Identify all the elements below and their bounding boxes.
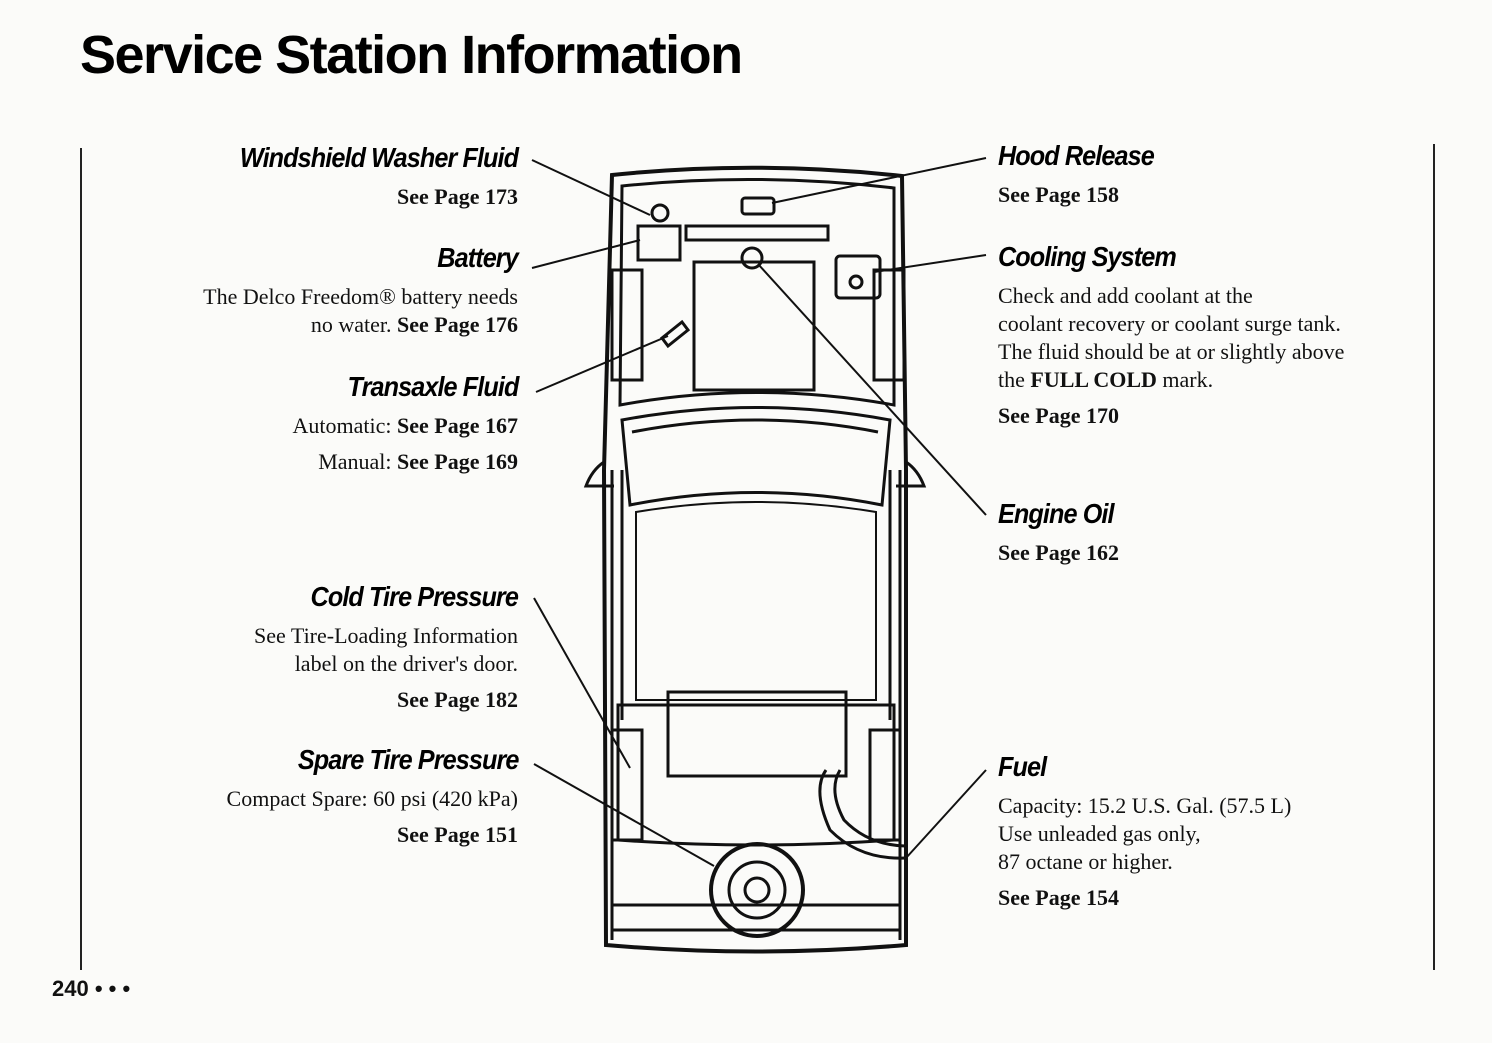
fuel-line-1: Capacity: 15.2 U.S. Gal. (57.5 L) bbox=[998, 792, 1292, 818]
spare-tire-line-1: Compact Spare: 60 psi (420 kPa) bbox=[226, 785, 518, 811]
battery-line-2-wrap: no water. See Page 176 bbox=[203, 311, 518, 339]
cooling-full-cold-mark: FULL COLD bbox=[1030, 366, 1157, 392]
battery-page-ref: See Page 176 bbox=[397, 311, 518, 337]
battery-heading: Battery bbox=[437, 242, 518, 273]
cooling-line-4: the FULL COLD mark. bbox=[998, 366, 1344, 394]
cooling-line-2: coolant recovery or coolant surge tank. bbox=[998, 310, 1341, 336]
engine-oil-block: Engine Oil See Page 162 bbox=[998, 497, 1126, 567]
cold-tire-line-2: label on the driver's door. bbox=[294, 650, 518, 676]
leader-lines bbox=[531, 157, 987, 867]
car-outline bbox=[583, 165, 927, 954]
hood-release-block: Hood Release See Page 158 bbox=[998, 139, 1171, 209]
cooling-line-4-pre: the bbox=[998, 366, 1025, 392]
windshield-washer-fluid-page-ref: See Page 173 bbox=[397, 183, 518, 209]
right-divider bbox=[1433, 144, 1435, 970]
spare-tire-page-ref: See Page 151 bbox=[397, 821, 518, 847]
fuel-heading: Fuel bbox=[998, 751, 1047, 782]
spare-tire-pressure-block: Spare Tire Pressure Compact Spare: 60 ps… bbox=[226, 743, 519, 849]
hood-release-page-ref: See Page 158 bbox=[998, 181, 1119, 207]
cold-tire-page-ref: See Page 182 bbox=[397, 686, 518, 712]
cooling-system-heading: Cooling System bbox=[998, 241, 1177, 272]
transaxle-manual-label: Manual: bbox=[318, 448, 392, 474]
transaxle-automatic-page-ref: See Page 167 bbox=[397, 412, 518, 438]
cooling-line-3: The fluid should be at or slightly above bbox=[998, 338, 1345, 364]
cold-tire-pressure-heading: Cold Tire Pressure bbox=[310, 581, 519, 612]
spare-tire-pressure-heading: Spare Tire Pressure bbox=[297, 744, 518, 775]
page-number: 240 • • • bbox=[52, 976, 131, 1001]
cooling-line-1: Check and add coolant at the bbox=[998, 282, 1253, 308]
fuel-line-2: Use unleaded gas only, bbox=[998, 820, 1201, 846]
engine-oil-heading: Engine Oil bbox=[998, 498, 1115, 529]
cooling-system-block: Cooling System Check and add coolant at … bbox=[998, 240, 1344, 430]
cooling-page-ref: See Page 170 bbox=[998, 402, 1119, 428]
windshield-washer-fluid-block: Windshield Washer Fluid See Page 173 bbox=[209, 141, 519, 211]
fuel-page-ref: See Page 154 bbox=[998, 884, 1119, 910]
battery-block: Battery The Delco Freedom® battery needs… bbox=[203, 241, 519, 339]
battery-line-2: no water. bbox=[310, 311, 392, 337]
transaxle-manual-page-ref: See Page 169 bbox=[397, 448, 518, 474]
transaxle-automatic-line: Automatic: See Page 167 bbox=[293, 412, 518, 440]
hood-release-heading: Hood Release bbox=[998, 140, 1155, 171]
windshield-washer-fluid-heading: Windshield Washer Fluid bbox=[239, 142, 519, 173]
cold-tire-pressure-block: Cold Tire Pressure See Tire-Loading Info… bbox=[254, 580, 519, 714]
cooling-line-4-post: mark. bbox=[1162, 366, 1214, 392]
fuel-line-3: 87 octane or higher. bbox=[998, 848, 1173, 874]
transaxle-manual-line: Manual: See Page 169 bbox=[293, 448, 518, 476]
left-divider bbox=[80, 148, 82, 970]
battery-line-1: The Delco Freedom® battery needs bbox=[203, 283, 518, 309]
cold-tire-line-1: See Tire-Loading Information bbox=[254, 622, 518, 648]
fuel-block: Fuel Capacity: 15.2 U.S. Gal. (57.5 L) U… bbox=[998, 750, 1291, 912]
engine-oil-page-ref: See Page 162 bbox=[998, 539, 1119, 565]
page-title: Service Station Information bbox=[80, 25, 743, 85]
transaxle-automatic-label: Automatic: bbox=[292, 412, 392, 438]
transaxle-fluid-block: Transaxle Fluid Automatic: See Page 167 … bbox=[293, 370, 519, 476]
transaxle-fluid-heading: Transaxle Fluid bbox=[347, 371, 519, 402]
